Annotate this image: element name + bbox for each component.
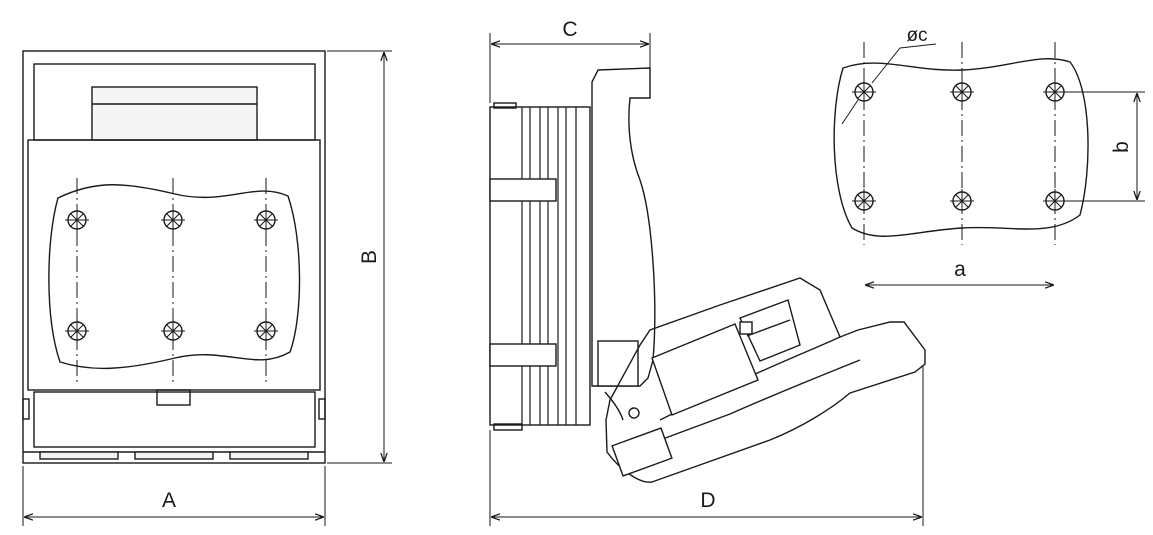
side-clip-lower: [489, 343, 557, 367]
dimension-b: [1066, 91, 1145, 202]
dimension-label-B: B: [358, 250, 381, 264]
front-hole-centerlines: [76, 178, 267, 382]
front-latch: [156, 389, 191, 406]
front-outer-frame: [22, 50, 326, 464]
side-view: [489, 67, 926, 483]
front-mounting-holes: [64, 207, 279, 344]
drilling-holes: [851, 79, 1068, 214]
dimension-label-a: a: [954, 258, 966, 281]
front-cover-panel: [27, 139, 321, 391]
front-lower-block: [33, 391, 316, 448]
side-handle-window: [611, 427, 673, 477]
side-fuse-link: [651, 323, 759, 416]
dimension-D: [489, 366, 924, 526]
dimension-label-b: b: [1110, 141, 1133, 153]
side-base-ribs: [521, 107, 577, 425]
dimension-C: [489, 33, 651, 103]
drilling-centerlines: [863, 42, 1056, 245]
drilling-pattern: [833, 42, 1089, 245]
side-hinge-pin: [628, 407, 640, 419]
front-terminal-slots: [39, 451, 309, 460]
diameter-leader: [871, 43, 937, 84]
side-open-handle: [605, 277, 926, 483]
dimension-A: [22, 466, 326, 526]
dimension-label-C: C: [562, 18, 577, 41]
dimension-label-D: D: [700, 489, 715, 512]
front-view: [22, 50, 326, 464]
side-cover-profile: [591, 67, 656, 387]
dimension-label-A: A: [162, 489, 176, 512]
side-cover-window: [597, 340, 639, 387]
dimension-B: [327, 50, 392, 464]
side-clip-upper: [489, 178, 557, 202]
front-top-label-block: [91, 86, 258, 141]
front-mounting-cutout: [48, 184, 301, 370]
dimension-label-hole-diameter: øc: [906, 25, 927, 46]
